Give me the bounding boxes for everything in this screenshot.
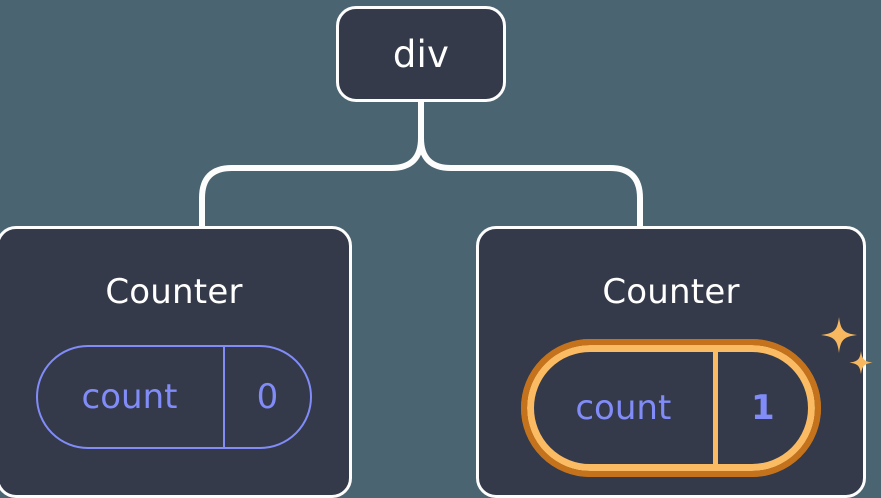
state-pill-count-right[interactable]: count 1 [521, 339, 821, 477]
state-pill-value: 1 [712, 352, 808, 464]
node-div[interactable]: div [336, 6, 506, 102]
sparkle-icon [821, 317, 857, 353]
state-pill-key: count [575, 388, 672, 428]
node-counter-right[interactable]: Counter count 1 [476, 226, 873, 498]
node-counter-left-title: Counter [105, 272, 243, 312]
sparkle-group [821, 317, 873, 375]
state-pill-highlight-wrap: count 1 [521, 317, 873, 477]
sparkle-small-icon [849, 351, 873, 375]
node-div-label: div [392, 32, 450, 76]
state-pill-value: 0 [223, 347, 310, 447]
node-counter-right-title: Counter [602, 272, 740, 312]
state-pill-count-left[interactable]: count 0 [36, 345, 312, 449]
node-counter-left[interactable]: Counter count 0 [0, 226, 352, 498]
state-pill-key: count [81, 377, 178, 417]
